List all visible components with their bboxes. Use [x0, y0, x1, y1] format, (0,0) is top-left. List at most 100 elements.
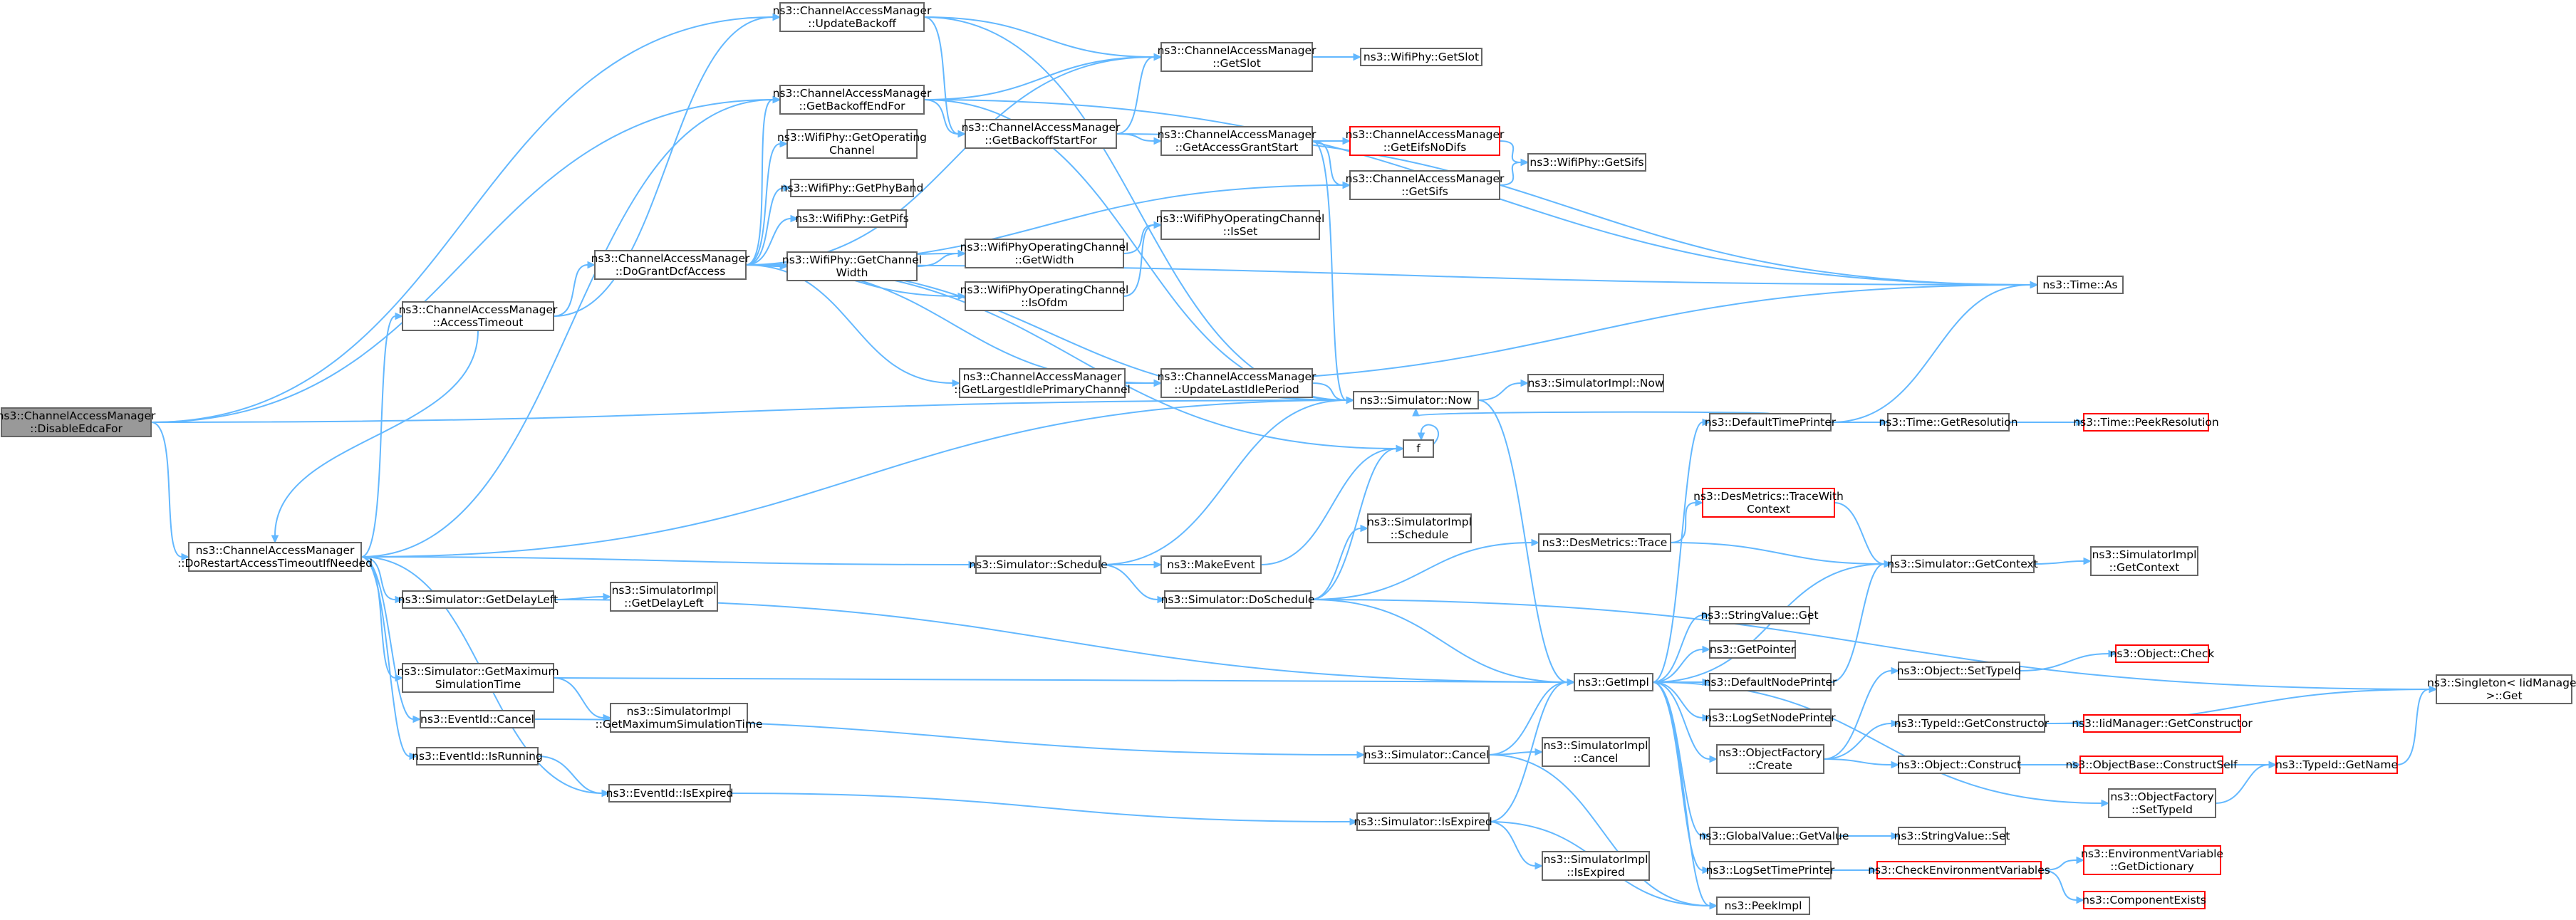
node-osettid[interactable]: ns3::Object::SetTypeId	[1897, 662, 2022, 680]
node-tgres[interactable]: ns3::Time::GetResolution	[1879, 413, 2018, 432]
node-dmtrace[interactable]: ns3::DesMetrics::Trace	[1538, 533, 1671, 552]
node-evcancel[interactable]: ns3::EventId::Cancel	[420, 710, 535, 728]
node-gslot[interactable]: ns3::ChannelAccessManager::GetSlot	[1158, 42, 1316, 72]
edge-f-to-f	[1420, 424, 1439, 445]
node-label-line: ns3::SimulatorImpl	[612, 584, 717, 597]
node-label-line: ::GetContext	[2109, 561, 2180, 574]
node-evisexp[interactable]: ns3::EventId::IsExpired	[606, 784, 734, 803]
node-tgctor[interactable]: ns3::TypeId::GetConstructor	[1894, 714, 2050, 733]
node-lstp[interactable]: ns3::LogSetTimePrinter	[1706, 861, 1835, 879]
node-label-line: ns3::DefaultNodePrinter	[1704, 676, 1837, 689]
node-box	[2083, 413, 2209, 432]
node-box	[402, 590, 554, 609]
node-evisrun[interactable]: ns3::EventId::IsRunning	[412, 747, 543, 765]
node-box	[1160, 210, 1320, 240]
node-box	[779, 85, 925, 115]
node-label-line: ns3::ChannelAccessManager	[773, 87, 932, 100]
node-dgdcf[interactable]: ns3::ChannelAccessManager::DoGrantDcfAcc…	[591, 250, 750, 280]
node-tpres[interactable]: ns3::Time::PeekResolution	[2073, 413, 2219, 432]
node-sinow[interactable]: ns3::SimulatorImpl::Now	[1527, 374, 1664, 392]
node-gvget[interactable]: ns3::GlobalValue::GetValue	[1699, 827, 1849, 845]
node-getptr[interactable]: ns3::GetPointer	[1709, 640, 1796, 659]
edge-cev-to-envgd	[2040, 859, 2077, 871]
node-sgdl[interactable]: ns3::Simulator::GetDelayLeft	[398, 590, 558, 609]
node-at[interactable]: ns3::ChannelAccessManager::AccessTimeout	[399, 301, 558, 331]
node-disable[interactable]: ns3::ChannelAccessManager::DisableEdcaFo…	[0, 407, 156, 437]
node-drat[interactable]: ns3::ChannelAccessManager::DoRestartAcce…	[177, 542, 373, 572]
node-label-line: ns3::GetImpl	[1578, 676, 1649, 689]
edge-dgdcf-to-wgoc	[745, 143, 781, 266]
node-sicancel[interactable]: ns3::SimulatorImpl::Cancel	[1542, 737, 1650, 767]
node-ofsettid[interactable]: ns3::ObjectFactory::SetTypeId	[2108, 788, 2216, 818]
node-gend[interactable]: ns3::ChannelAccessManager::GetEifsNoDifs	[1346, 126, 1505, 156]
node-f[interactable]: f	[1403, 439, 1434, 458]
node-sigdl[interactable]: ns3::SimulatorImpl::GetDelayLeft	[610, 582, 718, 612]
arrowhead-sgdl-to-sigdl	[603, 592, 612, 601]
node-gags[interactable]: ns3::ChannelAccessManager::GetAccessGran…	[1158, 126, 1316, 156]
node-box	[1160, 368, 1313, 398]
node-sgctx[interactable]: ns3::Simulator::GetContext	[1887, 555, 2038, 573]
node-label-line: SimulationTime	[435, 678, 521, 691]
node-singleton[interactable]: ns3::Singleton< IidManager>::Get	[2427, 674, 2576, 704]
node-imgctor[interactable]: ns3::IidManager::GetConstructor	[2072, 714, 2253, 733]
node-ulip[interactable]: ns3::ChannelAccessManager::UpdateLastIdl…	[1158, 368, 1316, 398]
node-wocw[interactable]: ns3::WifiPhyOperatingChannel::GetWidth	[960, 239, 1129, 268]
node-glipc[interactable]: ns3::ChannelAccessManager::GetLargestIdl…	[954, 368, 1131, 398]
node-oconstruct[interactable]: ns3::Object::Construct	[1897, 756, 2021, 774]
node-box	[2037, 276, 2124, 294]
node-label-line: ::GetSifs	[1401, 185, 1448, 198]
node-obcself[interactable]: ns3::ObjectBase::ConstructSelf	[2065, 756, 2238, 774]
arrowhead-disable-to-drat	[181, 553, 190, 561]
node-wgslot[interactable]: ns3::WifiPhy::GetSlot	[1360, 48, 1482, 66]
node-svget[interactable]: ns3::StringValue::Get	[1700, 606, 1819, 624]
node-cev[interactable]: ns3::CheckEnvironmentVariables	[1868, 861, 2050, 879]
node-scancel[interactable]: ns3::Simulator::Cancel	[1364, 746, 1490, 764]
node-compex[interactable]: ns3::ComponentExists	[2082, 891, 2206, 909]
node-wgpifs[interactable]: ns3::WifiPhy::GetPifs	[795, 209, 909, 228]
node-box	[1709, 709, 1832, 727]
arrowhead-at-to-dgdcf	[587, 261, 596, 269]
node-wocofdm[interactable]: ns3::WifiPhyOperatingChannel::IsOfdm	[960, 281, 1129, 311]
node-dtp[interactable]: ns3::DefaultTimePrinter	[1705, 413, 1837, 432]
node-box	[188, 542, 362, 572]
node-csifs[interactable]: ns3::ChannelAccessManager::GetSifs	[1346, 170, 1505, 200]
node-ocheck[interactable]: ns3::Object::Check	[2110, 644, 2215, 663]
node-box	[1709, 606, 1810, 624]
node-label-line: ns3::TypeId::GetName	[2275, 758, 2398, 771]
node-sisexp[interactable]: ns3::Simulator::IsExpired	[1354, 812, 1492, 831]
node-label-line: ns3::ObjectFactory	[1718, 746, 1822, 759]
node-box	[1, 407, 152, 437]
node-sgmst[interactable]: ns3::Simulator::GetMaximumSimulationTime	[397, 663, 559, 693]
node-siisexp[interactable]: ns3::SimulatorImpl::IsExpired	[1542, 851, 1650, 881]
node-sisched[interactable]: ns3::SimulatorImpl::Schedule	[1367, 513, 1472, 543]
node-label-line: ns3::SimulatorImpl	[1544, 853, 1648, 866]
node-gbsf[interactable]: ns3::ChannelAccessManager::GetBackoffSta…	[962, 119, 1121, 149]
node-gbef[interactable]: ns3::ChannelAccessManager::GetBackoffEnd…	[773, 85, 932, 115]
node-sdosched[interactable]: ns3::Simulator::DoSchedule	[1161, 590, 1315, 609]
node-sigctx[interactable]: ns3::SimulatorImpl::GetContext	[2090, 546, 2198, 576]
node-svset[interactable]: ns3::StringValue::Set	[1894, 827, 2010, 845]
node-ssched[interactable]: ns3::Simulator::Schedule	[969, 555, 1108, 574]
edge-getimpl-to-peekimpl	[1652, 681, 1710, 906]
arrowhead-ssched-to-makeev	[1153, 560, 1163, 569]
node-ub[interactable]: ns3::ChannelAccessManager::UpdateBackoff	[773, 2, 932, 32]
node-snow[interactable]: ns3::Simulator::Now	[1353, 391, 1479, 409]
node-tgname[interactable]: ns3::TypeId::GetName	[2275, 756, 2398, 774]
node-lsnp[interactable]: ns3::LogSetNodePrinter	[1705, 709, 1836, 727]
node-wgpb[interactable]: ns3::WifiPhy::GetPhyBand	[781, 179, 924, 197]
node-timeas[interactable]: ns3::Time::As	[2037, 276, 2124, 294]
node-ofcreate[interactable]: ns3::ObjectFactory::Create	[1716, 744, 1824, 774]
node-sigmst[interactable]: ns3::SimulatorImpl::GetMaximumSimulation…	[596, 703, 763, 733]
node-peekimpl[interactable]: ns3::PeekImpl	[1716, 897, 1810, 915]
node-getimpl[interactable]: ns3::GetImpl	[1574, 673, 1653, 691]
node-wgsifs[interactable]: ns3::WifiPhy::GetSifs	[1527, 153, 1646, 172]
node-envgd[interactable]: ns3::EnvironmentVariable::GetDictionary	[2081, 845, 2223, 875]
node-label-line: ns3::ChannelAccessManager	[1346, 128, 1505, 141]
edge-gbsf-to-gags	[1116, 133, 1155, 142]
node-makeev[interactable]: ns3::MakeEvent	[1160, 555, 1262, 574]
node-wocset[interactable]: ns3::WifiPhyOperatingChannel::IsSet	[1156, 210, 1325, 240]
node-dnp[interactable]: ns3::DefaultNodePrinter	[1704, 673, 1837, 691]
